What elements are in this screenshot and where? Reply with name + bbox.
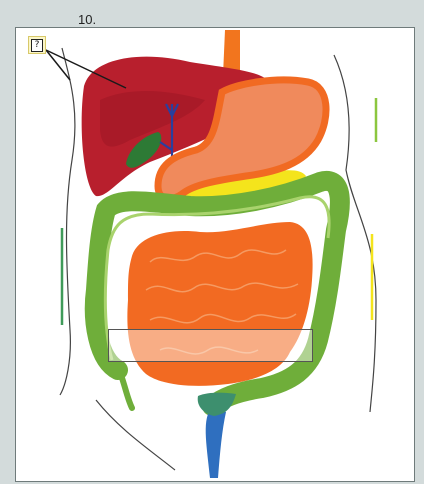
rectum-transition [198, 393, 236, 416]
rectum [206, 406, 226, 478]
question-mark-icon: ? [31, 39, 43, 52]
body-outline-bottom-left [96, 400, 175, 470]
label-marker[interactable]: ? [28, 36, 46, 54]
answer-drop-zone[interactable] [108, 329, 313, 362]
body-outline-left [60, 48, 75, 395]
appendix [122, 378, 132, 408]
